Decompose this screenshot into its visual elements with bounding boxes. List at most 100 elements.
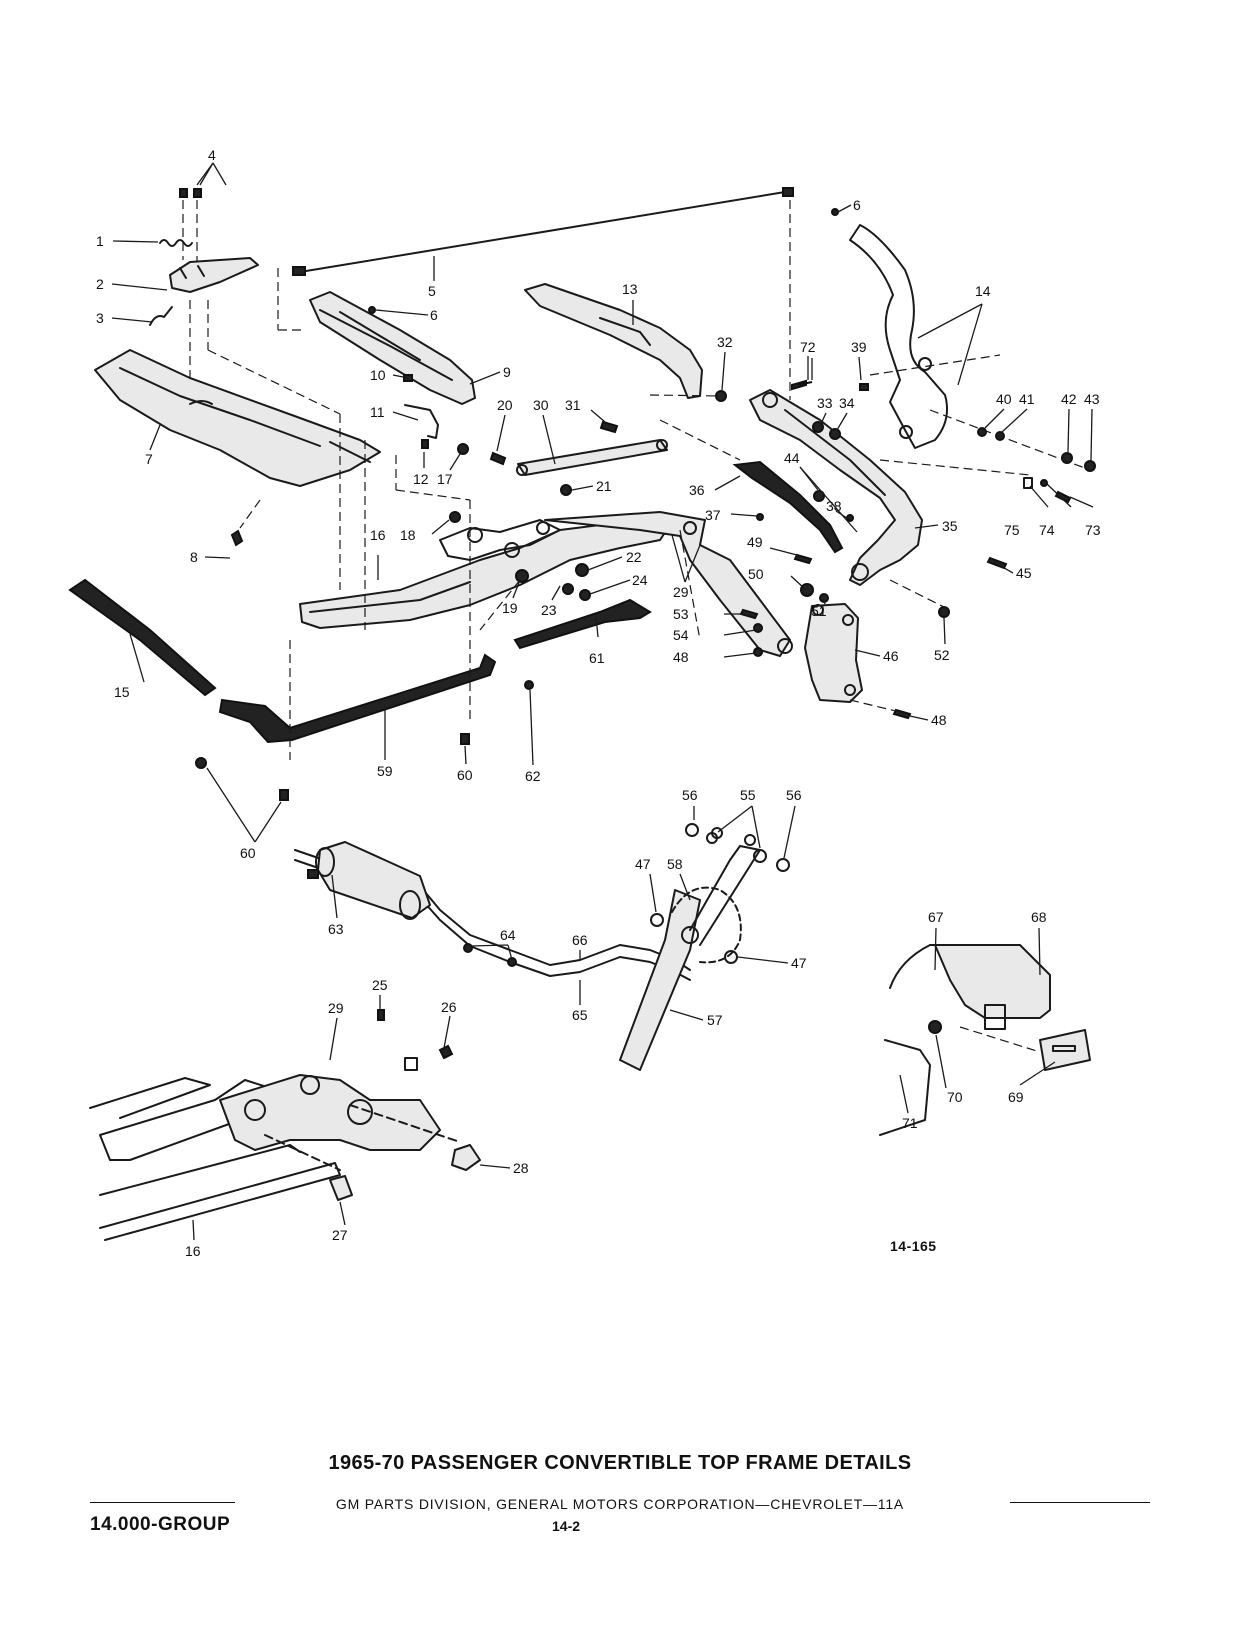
callout-51: 51	[811, 603, 827, 619]
figure-number: 14-165	[890, 1238, 937, 1254]
callout-34: 34	[839, 395, 855, 411]
publisher-footer: GM PARTS DIVISION, GENERAL MOTORS CORPOR…	[335, 1496, 905, 1512]
callout-41: 41	[1019, 391, 1035, 407]
footer-rule-right	[1010, 1502, 1150, 1503]
callout-64: 64	[500, 927, 516, 943]
callout-18: 18	[400, 527, 416, 543]
rear-side-rail	[524, 283, 703, 399]
callout-21: 21	[596, 478, 612, 494]
callout-56a: 56	[682, 787, 698, 803]
weatherstrip-15	[68, 578, 217, 697]
callout-26: 26	[441, 999, 457, 1015]
callout-9: 9	[503, 364, 511, 380]
callout-30: 30	[533, 397, 549, 413]
bracket-11	[404, 404, 439, 439]
callout-42: 42	[1061, 391, 1077, 407]
callout-50: 50	[748, 566, 764, 582]
callout-52: 52	[934, 647, 950, 663]
callout-62: 62	[525, 768, 541, 784]
callout-2: 2	[96, 276, 104, 292]
hydraulic-pump-group	[294, 841, 691, 981]
mounting-bracket-46	[804, 603, 863, 703]
callout-45: 45	[1016, 565, 1032, 581]
callout-23: 23	[541, 602, 557, 618]
callout-8: 8	[190, 549, 198, 565]
callout-43: 43	[1084, 391, 1100, 407]
callout-55: 55	[740, 787, 756, 803]
callout-25: 25	[372, 977, 388, 993]
side-rail-front	[309, 291, 476, 405]
callout-22: 22	[626, 549, 642, 565]
callout-75: 75	[1004, 522, 1020, 538]
callout-71: 71	[902, 1115, 918, 1131]
callout-16a: 16	[370, 527, 386, 543]
callout-66: 66	[572, 932, 588, 948]
callout-12: 12	[413, 471, 429, 487]
callout-48a: 48	[673, 649, 689, 665]
callout-24: 24	[632, 572, 648, 588]
callout-53: 53	[673, 606, 689, 622]
callout-60a: 60	[457, 767, 473, 783]
callout-1: 1	[96, 233, 104, 249]
pump-mount-detail	[879, 944, 1091, 1136]
callout-35: 35	[942, 518, 958, 534]
link-30	[517, 439, 668, 476]
callout-15: 15	[114, 684, 130, 700]
callout-leaders	[111, 162, 1094, 1241]
callout-28: 28	[513, 1160, 529, 1176]
callout-29b: 29	[328, 1000, 344, 1016]
callout-63: 63	[328, 921, 344, 937]
callout-47a: 47	[635, 856, 651, 872]
callout-72: 72	[800, 339, 816, 355]
callout-70: 70	[947, 1089, 963, 1105]
enlarged-pivot-detail	[89, 1009, 481, 1241]
callout-38: 38	[826, 498, 842, 514]
callout-49: 49	[747, 534, 763, 550]
callout-27: 27	[332, 1227, 348, 1243]
callout-46: 46	[883, 648, 899, 664]
callout-57: 57	[707, 1012, 723, 1028]
callout-60b: 60	[240, 845, 256, 861]
callout-19: 19	[502, 600, 518, 616]
callout-6b: 6	[853, 197, 861, 213]
footer-rule-left	[90, 1502, 235, 1503]
callout-40: 40	[996, 391, 1012, 407]
callout-59: 59	[377, 763, 393, 779]
callout-47b: 47	[791, 955, 807, 971]
callout-4: 4	[208, 147, 216, 163]
callout-5: 5	[428, 283, 436, 299]
callout-11: 11	[370, 404, 385, 420]
callout-7: 7	[145, 451, 153, 467]
rear-rail-35	[749, 389, 923, 586]
front-header-bow	[94, 349, 381, 547]
callout-56b: 56	[786, 787, 802, 803]
windshield-latch-group	[149, 188, 259, 326]
weatherstrip-36	[732, 460, 844, 554]
callout-29a: 29	[673, 584, 689, 600]
weatherstrip-61	[513, 598, 652, 650]
weatherstrip-59	[218, 653, 497, 744]
callout-69: 69	[1008, 1089, 1024, 1105]
center-link-29	[544, 511, 791, 657]
group-number: 14.000-GROUP	[90, 1514, 231, 1535]
callout-44: 44	[784, 450, 800, 466]
callout-14: 14	[975, 283, 991, 299]
callout-20: 20	[497, 397, 513, 413]
callout-74: 74	[1039, 522, 1055, 538]
callout-68: 68	[1031, 909, 1047, 925]
footer-rule	[90, 1492, 1150, 1512]
callout-67: 67	[928, 909, 944, 925]
rear-bow-link	[849, 224, 948, 449]
page-title: 1965-70 PASSENGER CONVERTIBLE TOP FRAME …	[328, 1452, 912, 1474]
callout-73: 73	[1085, 522, 1101, 538]
page-number: 14-2	[552, 1518, 581, 1534]
callout-48b: 48	[931, 712, 947, 728]
callout-33: 33	[817, 395, 833, 411]
callout-31: 31	[565, 397, 581, 413]
callout-39: 39	[851, 339, 867, 355]
callout-13: 13	[622, 281, 638, 297]
main-side-rail	[299, 519, 669, 629]
callout-3: 3	[96, 310, 104, 326]
